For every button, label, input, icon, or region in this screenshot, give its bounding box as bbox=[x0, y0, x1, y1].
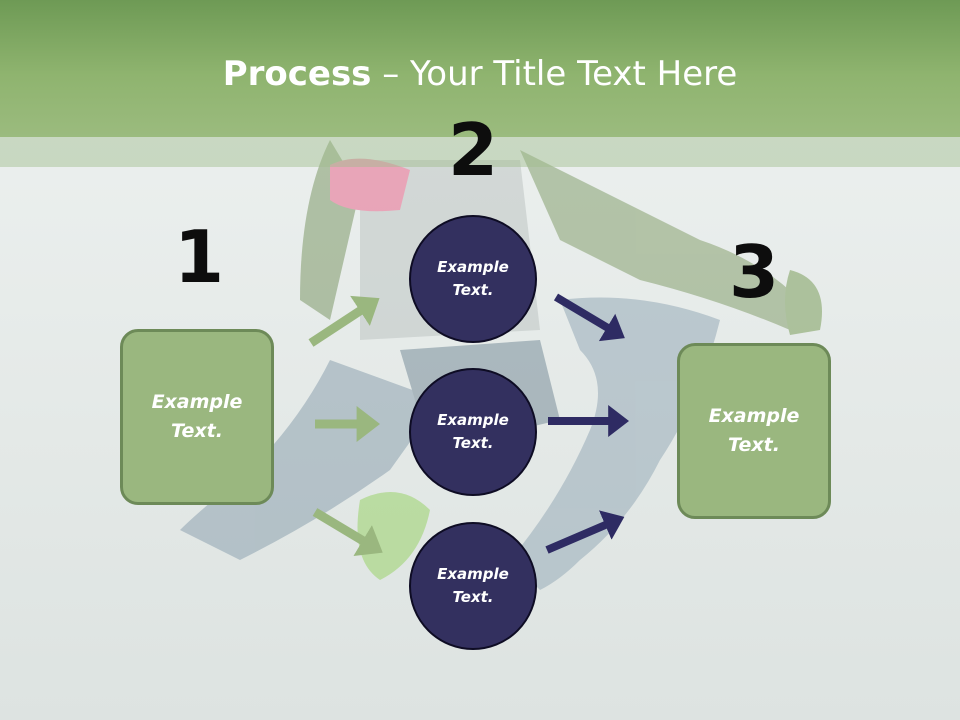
arrow-2a-to-3 bbox=[553, 293, 625, 342]
step-2-label-top: Example Text. bbox=[437, 258, 509, 299]
slide-title: Process – Your Title Text Here bbox=[0, 52, 960, 96]
step-number-2: 2 bbox=[447, 108, 499, 192]
step-2-label-bottom: Example Text. bbox=[437, 565, 509, 606]
title-band bbox=[0, 0, 960, 137]
step-2-circle-bottom: Example Text. bbox=[409, 522, 537, 650]
step-2-label-middle: Example Text. bbox=[437, 411, 509, 452]
title-strip bbox=[0, 137, 960, 167]
title-bold: Process bbox=[222, 54, 372, 94]
step-3-label: Example Text. bbox=[708, 405, 800, 456]
step-2-circle-top: Example Text. bbox=[409, 215, 537, 343]
title-rest: – Your Title Text Here bbox=[371, 54, 738, 94]
step-1-box: Example Text. bbox=[120, 329, 274, 505]
arrow-1-to-2c bbox=[312, 508, 383, 557]
arrow-2c-to-3 bbox=[545, 510, 625, 554]
step-2-circle-middle: Example Text. bbox=[409, 368, 537, 496]
step-1-label: Example Text. bbox=[151, 391, 243, 442]
arrow-1-to-2a bbox=[308, 295, 380, 347]
step-number-1: 1 bbox=[173, 215, 225, 299]
step-3-box: Example Text. bbox=[677, 343, 831, 519]
step-number-3: 3 bbox=[728, 230, 780, 314]
